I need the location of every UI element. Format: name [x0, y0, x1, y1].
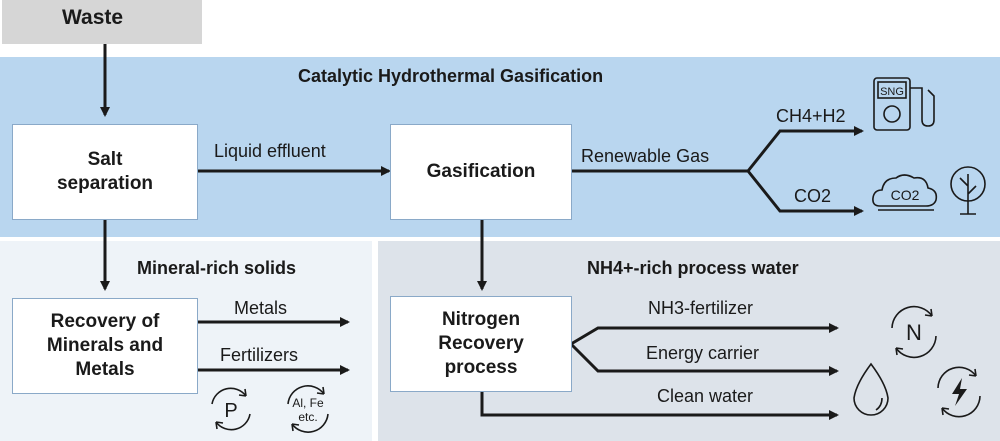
gasification-box: Gasification	[390, 124, 572, 220]
sng-icon-text: SNG	[880, 86, 904, 98]
recycle-p-icon: P	[211, 387, 251, 431]
sng-pump-icon: SNG	[873, 77, 935, 131]
fe-icon-line2: etc.	[298, 410, 317, 424]
minerals-box-line3: Metals	[75, 359, 135, 380]
co2-cloud-icon: CO2	[872, 174, 938, 211]
nitrogen-box-line3: process	[444, 357, 518, 378]
co2-cloud-text: CO2	[891, 187, 920, 203]
waste-input-box	[2, 0, 202, 44]
fe-icon-line1: Al, Fe	[292, 396, 324, 410]
chg-title: Catalytic Hydrothermal Gasification	[298, 66, 604, 86]
nh3-fertilizer-label: NH3-fertilizer	[648, 298, 754, 318]
waste-label: Waste	[62, 6, 124, 29]
salt-separation-line2: separation	[56, 173, 154, 194]
recycle-n-icon: N	[891, 305, 937, 359]
energy-bolt-icon	[937, 366, 981, 418]
salt-separation-line1: Salt	[87, 149, 123, 170]
nitrogen-box-line2: Recovery	[438, 333, 524, 354]
water-drop-icon	[853, 362, 889, 416]
gasification-label: Gasification	[426, 161, 536, 182]
ch4h2-label: CH4+H2	[776, 106, 846, 126]
minerals-title: Mineral-rich solids	[137, 258, 297, 278]
salt-separation-box: Salt separation	[12, 124, 198, 220]
tree-icon	[950, 166, 986, 215]
co2-label: CO2	[794, 186, 832, 206]
minerals-box-line2: Minerals and	[46, 335, 164, 356]
metals-label: Metals	[234, 298, 288, 318]
minerals-box-line1: Recovery of	[50, 311, 160, 332]
clean-water-label: Clean water	[657, 386, 754, 406]
p-icon-text: P	[224, 400, 237, 422]
renewable-gas-label: Renewable Gas	[581, 146, 710, 166]
energy-carrier-label: Energy carrier	[646, 343, 760, 363]
recycle-metals-icon: Al, Fe etc.	[287, 385, 329, 433]
nitrogen-title: NH4+-rich process water	[587, 258, 799, 278]
fertilizers-label: Fertilizers	[220, 345, 299, 365]
nitrogen-box-line1: Nitrogen	[441, 309, 521, 330]
liquid-effluent-label: Liquid effluent	[214, 141, 326, 161]
n-icon-text: N	[906, 320, 922, 345]
